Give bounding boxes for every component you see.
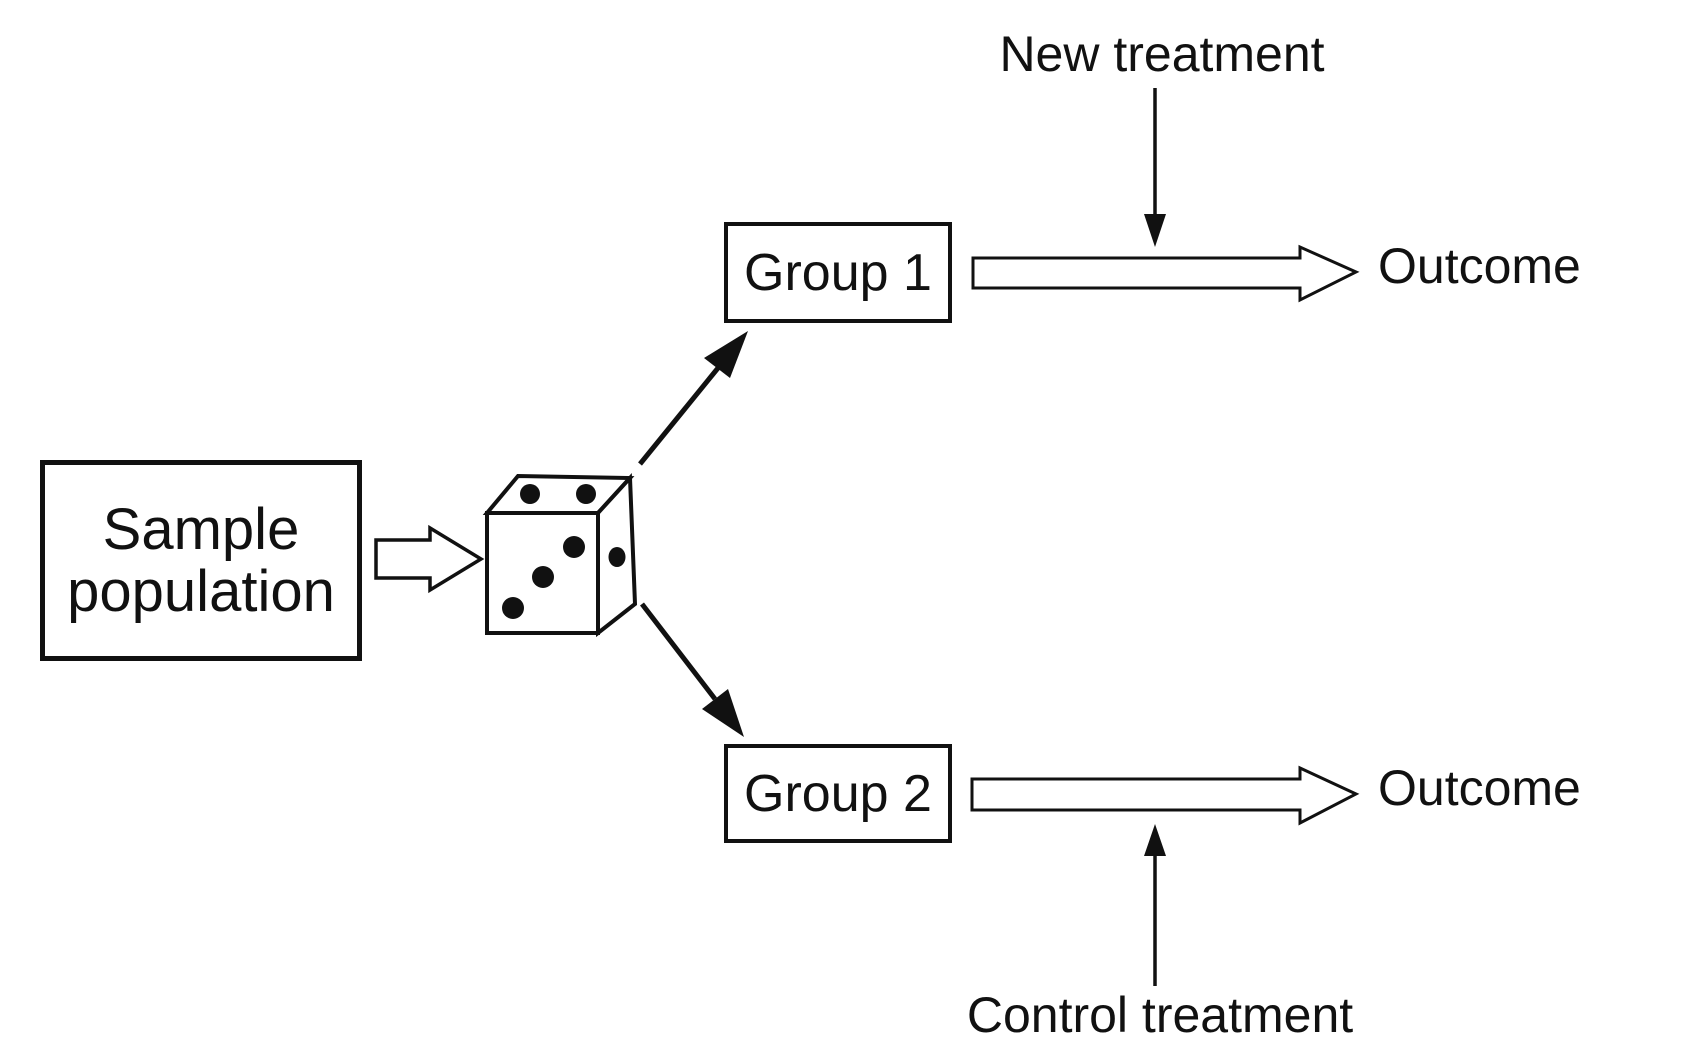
group-1-outcome-arrow [971, 244, 1360, 303]
dice-icon [482, 473, 638, 638]
solid-arrow-up-right-icon [638, 331, 748, 466]
solid-arrow-down-right-icon [640, 602, 744, 737]
group-2-box: Group 2 [724, 744, 952, 843]
new-treatment-label: New treatment [999, 26, 1325, 82]
thin-arrow-down-icon [1144, 88, 1166, 247]
thin-arrow-up-icon [1144, 824, 1166, 986]
group-1-label: Group 1 [744, 243, 932, 302]
sample-population-label: Sample population [67, 496, 335, 624]
control-treatment-label: Control treatment [966, 987, 1354, 1043]
sample-population-box: Sample population [40, 460, 362, 661]
outcome-label-bottom: Outcome [1378, 760, 1581, 816]
group-2-outcome-arrow [970, 765, 1360, 826]
group-1-box: Group 1 [724, 222, 952, 323]
hollow-arrow-right-icon [374, 524, 485, 594]
group-2-label: Group 2 [744, 764, 932, 823]
outcome-label-top: Outcome [1378, 238, 1581, 294]
